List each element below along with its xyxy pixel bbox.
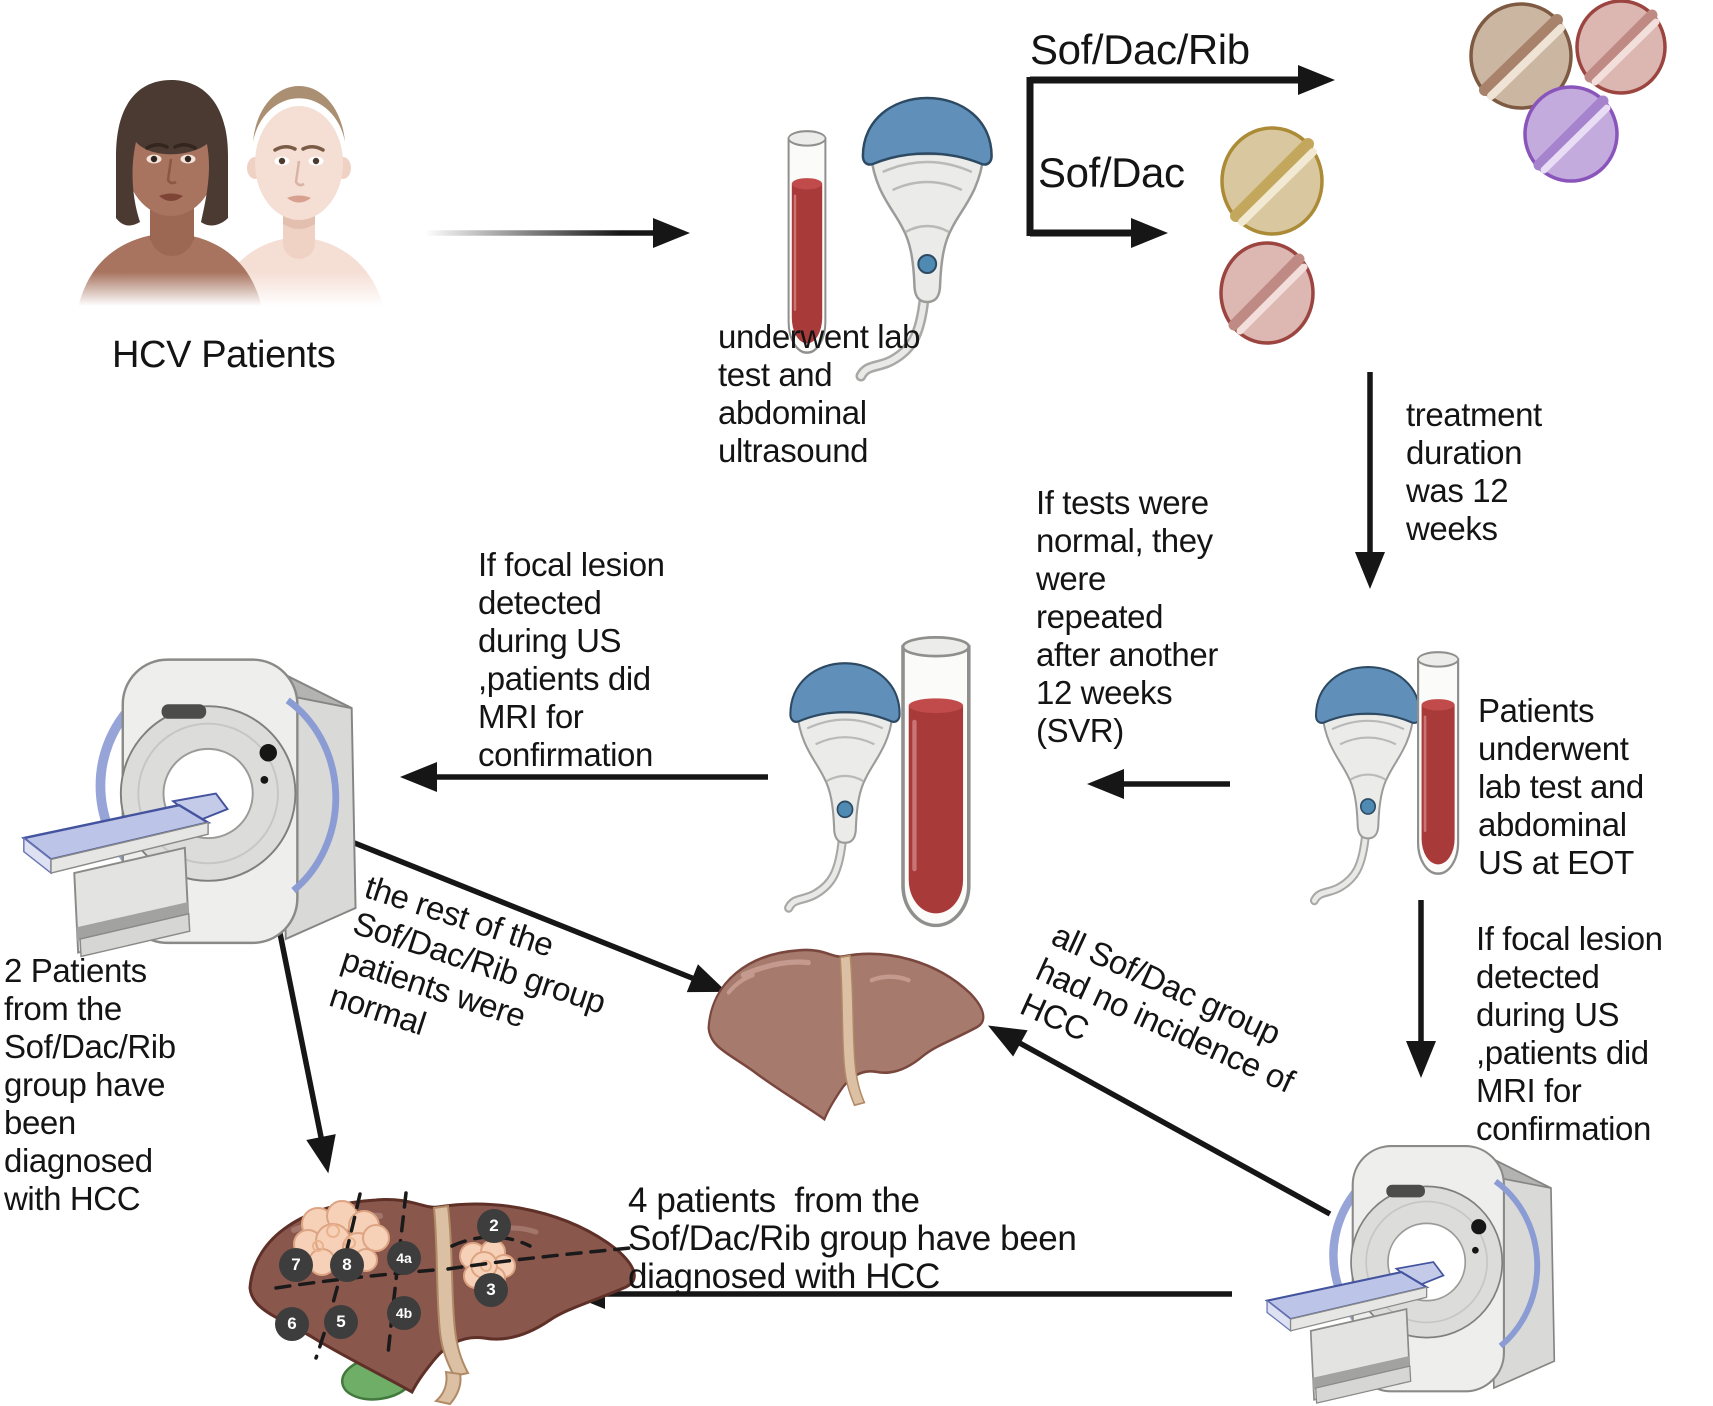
arrow-sofdac-to-liver	[987, 1025, 1332, 1217]
healthy-liver-icon	[707, 948, 985, 1121]
label-mri-confirmation-right: If focal lesion detected during US ,pati…	[1476, 920, 1663, 1147]
blood-sample-tube-icon	[903, 637, 969, 925]
segmented-liver-with-hcc-icon	[248, 1191, 636, 1406]
label-mri-confirmation-left: If focal lesion detected during US ,pati…	[478, 546, 665, 773]
liver-segment-badge-2: 2	[477, 1209, 511, 1243]
pill-pink2-icon	[1219, 241, 1315, 345]
mri-scanner-icon	[24, 660, 356, 957]
liver-segment-badge-8: 8	[330, 1248, 364, 1282]
label-four-patients-hcc: 4 patients from the Sof/Dac/Rib group ha…	[628, 1181, 1077, 1296]
arrow-mri-to-normal-liver	[350, 839, 727, 993]
pill-pink-icon	[1575, 0, 1667, 95]
label-two-patients-hcc: 2 Patients from the Sof/Dac/Rib group ha…	[4, 952, 176, 1217]
pill-purple-icon	[1523, 85, 1619, 183]
label-hcv-patients: HCV Patients	[112, 334, 336, 376]
label-sof-dac-rib-arm: Sof/Dac/Rib	[1030, 26, 1250, 73]
ultrasound-probe-icon	[1314, 667, 1420, 901]
patients-illustration	[65, 80, 405, 312]
branch-connector	[1026, 65, 1335, 248]
label-eot-lab-us: Patients underwent lab test and abdomina…	[1478, 692, 1644, 881]
pill-tan-icon	[1469, 2, 1573, 110]
mri-scanner-icon	[1267, 1146, 1554, 1403]
pill-gold-icon	[1220, 126, 1324, 236]
liver-segment-badge-5: 5	[324, 1305, 358, 1339]
liver-segment-badge-4a: 4a	[387, 1241, 421, 1275]
liver-segment-badge-6: 6	[275, 1307, 309, 1341]
flow-arrows	[255, 65, 1436, 1309]
liver-segment-badge-3: 3	[474, 1273, 508, 1307]
liver-segment-badge-4b: 4b	[387, 1296, 421, 1330]
ultrasound-probe-icon	[789, 663, 900, 908]
liver-segment-badge-7: 7	[279, 1248, 313, 1282]
label-sof-dac-arm: Sof/Dac	[1038, 149, 1185, 196]
pill-icons	[1219, 0, 1667, 345]
label-svr-note: If tests were normal, they were repeated…	[1036, 484, 1218, 749]
label-treatment-duration: treatment duration was 12 weeks	[1406, 396, 1542, 547]
blood-sample-tube-icon	[1416, 650, 1460, 876]
label-lab-test-ultrasound: underwent lab test and abdominal ultraso…	[718, 318, 921, 469]
